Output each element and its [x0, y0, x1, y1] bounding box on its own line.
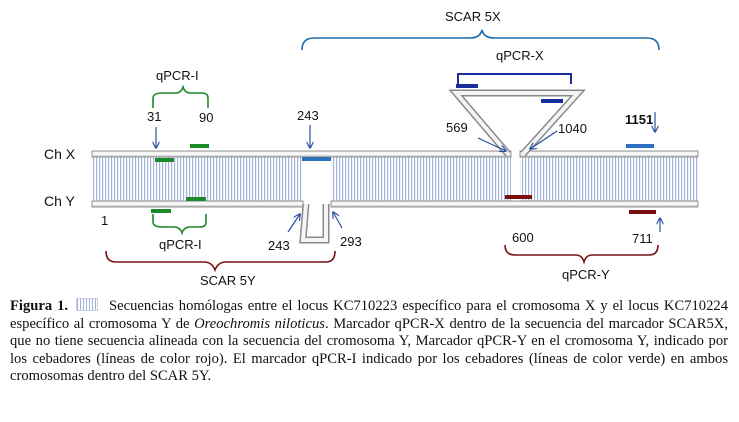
qpcr-i-top-label: qPCR-I: [156, 68, 199, 83]
pos-243-bottom: 243: [268, 238, 290, 253]
qpcr-i-primer-chx-right: [190, 144, 209, 148]
chx-loop-inner: [451, 91, 583, 156]
pos-1: 1: [101, 213, 108, 228]
marker-1151-chx: [626, 144, 654, 148]
pos-600: 600: [512, 230, 534, 245]
pos-569: 569: [446, 120, 468, 135]
qpcr-i-primer-chx-left: [155, 158, 174, 162]
homology-region-left: [92, 157, 303, 201]
qpcr-i-primer-chy-right: [151, 209, 171, 213]
scar5y-bracket: [105, 250, 336, 273]
pos-31: 31: [147, 109, 161, 124]
qpcr-i-bottom-bracket: [152, 214, 207, 236]
arrow-243-bottom: [287, 214, 300, 233]
chy-bar-right: [330, 200, 699, 208]
scar5x-label: SCAR 5X: [445, 9, 501, 24]
chx-label: Ch X: [44, 146, 76, 162]
pos-1151: 1151: [625, 112, 653, 127]
chy-bar-left: [91, 200, 304, 208]
qpcr-y-bracket: [504, 244, 659, 265]
caption-species: Oreochromis niloticus: [194, 315, 325, 332]
chx-bar-right: [519, 150, 699, 158]
figure-caption: Figura 1. Secuencias homólogas entre el …: [10, 298, 728, 386]
qpcr-x-bracket: [457, 73, 572, 84]
qpcr-i-top-bracket: [152, 84, 209, 108]
arrow-569: [477, 137, 506, 151]
homology-diagram: Ch X Ch Y SCAR 5X qPCR-X qPCR-I 31 90 24…: [44, 9, 699, 288]
homology-region-right: [520, 157, 698, 201]
qpcr-y-primer-711: [629, 210, 656, 214]
chy-label: Ch Y: [44, 193, 76, 209]
marker-243-chx: [302, 157, 331, 161]
qpcr-y-primer-600: [505, 195, 532, 199]
qpcr-y-label: qPCR-Y: [562, 267, 610, 282]
qpcr-x-primer-left: [456, 84, 478, 88]
scar5x-bracket: [301, 29, 660, 51]
arrow-293: [333, 212, 343, 229]
qpcr-i-bottom-label: qPCR-I: [159, 237, 202, 252]
pos-1040: 1040: [558, 121, 587, 136]
pos-293: 293: [340, 234, 362, 249]
caption-text-1: Secuencias homólogas entre el locus KC71…: [10, 298, 728, 332]
qpcr-i-primer-chy-left: [186, 197, 206, 201]
qpcr-x-label: qPCR-X: [496, 48, 544, 63]
pos-243-top: 243: [297, 108, 319, 123]
arrow-1040: [530, 130, 558, 149]
figure-label: Figura 1.: [10, 298, 69, 314]
hatch-legend-icon: [76, 298, 99, 311]
qpcr-x-primer-right: [541, 99, 563, 103]
chx-bar-left: [91, 150, 512, 158]
scar5y-label: SCAR 5Y: [200, 273, 256, 288]
pos-711: 711: [632, 231, 653, 246]
pos-90: 90: [199, 110, 213, 125]
caption-text-2: . Marcador qPCR-X dentro de la secuencia…: [10, 315, 728, 385]
chy-loop-inner: [300, 203, 328, 242]
homology-region-middle: [331, 157, 511, 201]
